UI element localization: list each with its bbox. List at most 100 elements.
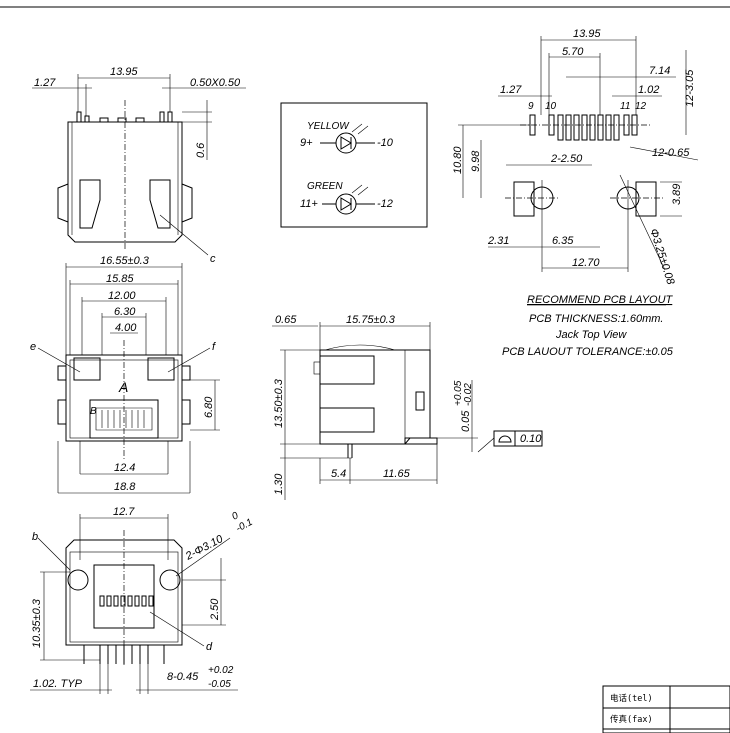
bot-dim-1035: 10.35±0.3 xyxy=(31,598,43,648)
front-pin-6 xyxy=(159,111,165,123)
top-led-window-left xyxy=(73,357,101,381)
pcb-dim-231: 2.31 xyxy=(487,235,509,247)
front-spring-right xyxy=(149,179,171,229)
top-label-e: e xyxy=(30,341,36,353)
top-rj45-opening xyxy=(89,399,159,439)
front-pin-7 xyxy=(167,111,173,123)
top-dim-124: 12.4 xyxy=(114,462,135,474)
pcb-pad-2 xyxy=(565,114,572,141)
bot-dim-102: 1.02. TYP xyxy=(33,678,83,690)
pcb-pin-10: 10 xyxy=(545,101,557,112)
pcb-layout-title: RECOMMEND PCB LAYOUT xyxy=(527,294,674,306)
led-yellow-diode xyxy=(340,136,352,150)
pcb-dim-635: 6.35 xyxy=(552,235,574,247)
top-tab-left xyxy=(57,365,67,381)
pcb-dim-1270: 12.70 xyxy=(572,257,600,269)
top-tab-right xyxy=(181,365,191,381)
pcb-hole-325: Φ3.25±0.08 xyxy=(647,227,677,287)
pcb-pad-8 xyxy=(613,114,620,141)
pcb-note-tolerance: PCB LAUOUT TOLERANCE:±0.05 xyxy=(502,346,674,358)
side-dim-065: 0.65 xyxy=(275,314,297,326)
bot-pin-3 xyxy=(113,595,119,607)
bot-pin-area xyxy=(93,564,155,629)
top-label-f: f xyxy=(212,341,216,353)
led-schematic-box xyxy=(280,102,428,228)
led-yellow-symbol xyxy=(335,132,357,154)
front-dim-06: 0.6 xyxy=(195,142,207,158)
pcb-pin-12: 12 xyxy=(635,101,647,112)
pcb-note-view: Jack Top View xyxy=(555,329,627,341)
led-green-symbol xyxy=(335,193,357,215)
bot-label-b: b xyxy=(32,531,38,543)
top-callout-e xyxy=(37,347,81,373)
bot-dim-045-plus: +0.02 xyxy=(208,665,234,676)
bot-hole-left xyxy=(67,569,89,591)
bot-pin-8 xyxy=(148,595,154,607)
bot-pin-6 xyxy=(134,595,140,607)
side-dim-130: 1.30 xyxy=(273,473,285,495)
pcb-dim-1395: 13.95 xyxy=(573,28,601,40)
pcb-dim-127: 1.27 xyxy=(500,84,522,96)
bot-hole-tol-plus: 0 xyxy=(230,510,240,523)
front-view: 13.95 1.27 0.50X0.50 0.6 c xyxy=(32,66,246,265)
front-pin-1 xyxy=(76,111,82,123)
bot-pin-4 xyxy=(120,595,126,607)
led-green-pos: 11+ xyxy=(300,198,318,210)
led-yellow-label: YELLOW xyxy=(307,121,350,132)
pcb-pad-7 xyxy=(605,114,612,141)
bot-callout-b xyxy=(37,537,71,571)
led-schematic: YELLOW 9+ -10 GREEN 11+ -12 xyxy=(280,102,428,228)
pcb-note-thickness: PCB THICKNESS:1.60mm. xyxy=(529,313,663,325)
top-dim-400: 4.00 xyxy=(115,322,137,334)
side-flatness-symbol xyxy=(498,435,512,443)
title-block: 电话(tel) 传真(fax) xyxy=(602,685,730,733)
led-green-neg: -12 xyxy=(377,198,393,210)
top-dim-188: 18.8 xyxy=(114,481,136,493)
front-latch-right xyxy=(181,183,193,223)
bot-hole-right xyxy=(159,569,181,591)
bot-pin-1 xyxy=(99,595,105,607)
bot-pin-2 xyxy=(106,595,112,607)
front-pin-3 xyxy=(99,117,109,123)
top-label-A: A xyxy=(118,379,128,395)
led-yellow-pos: 9+ xyxy=(300,137,313,149)
pcb-dim-714: 7.14 xyxy=(649,65,670,77)
pcb-pad-row xyxy=(529,114,638,141)
pcb-dim-102: 1.02 xyxy=(638,84,659,96)
pcb-pin-11: 11 xyxy=(620,101,630,112)
top-rj45-contacts xyxy=(101,410,145,428)
bot-hole-leader xyxy=(175,537,231,577)
top-label-B: B xyxy=(90,406,97,417)
title-block-frame xyxy=(602,685,730,733)
top-post-left xyxy=(57,399,67,425)
top-dim-1200: 12.00 xyxy=(108,290,136,302)
top-post-right xyxy=(181,399,191,425)
bottom-view: 12.7 xyxy=(30,506,255,694)
side-led xyxy=(415,391,425,411)
top-dim-1585: 15.85 xyxy=(106,273,134,285)
front-latch-left xyxy=(57,183,69,223)
top-dim-680: 6.80 xyxy=(203,396,215,418)
side-flatness-frame xyxy=(493,430,543,447)
pcb-hole-2-250: 2-2.50 xyxy=(550,153,583,165)
side-foot xyxy=(404,437,438,445)
title-block-tel: 电话(tel) xyxy=(610,693,653,704)
front-spring-left xyxy=(79,179,101,229)
led-yellow-rays xyxy=(351,123,369,135)
bot-body-outline xyxy=(65,539,183,646)
side-body-outline xyxy=(319,349,431,445)
pcb-hole-12-065: 12-0.65 xyxy=(652,147,690,159)
top-dim-630: 6.30 xyxy=(114,306,136,318)
top-dim-1655: 16.55±0.3 xyxy=(100,255,150,267)
bot-callout-d xyxy=(149,611,205,647)
front-pin-2 xyxy=(84,115,90,123)
side-top-curve xyxy=(324,344,396,351)
led-yellow-neg: -10 xyxy=(377,137,394,149)
side-dim-1165: 11.65 xyxy=(383,468,411,480)
pcb-layout: 13.95 5.70 7.14 1.27 1.02 12-3.05 9 10 1… xyxy=(452,28,699,358)
pcb-pad-4 xyxy=(581,114,588,141)
bot-dim-127: 12.7 xyxy=(113,506,135,518)
pcb-hole-325-leader xyxy=(619,174,666,271)
front-pin-5 xyxy=(135,117,145,123)
